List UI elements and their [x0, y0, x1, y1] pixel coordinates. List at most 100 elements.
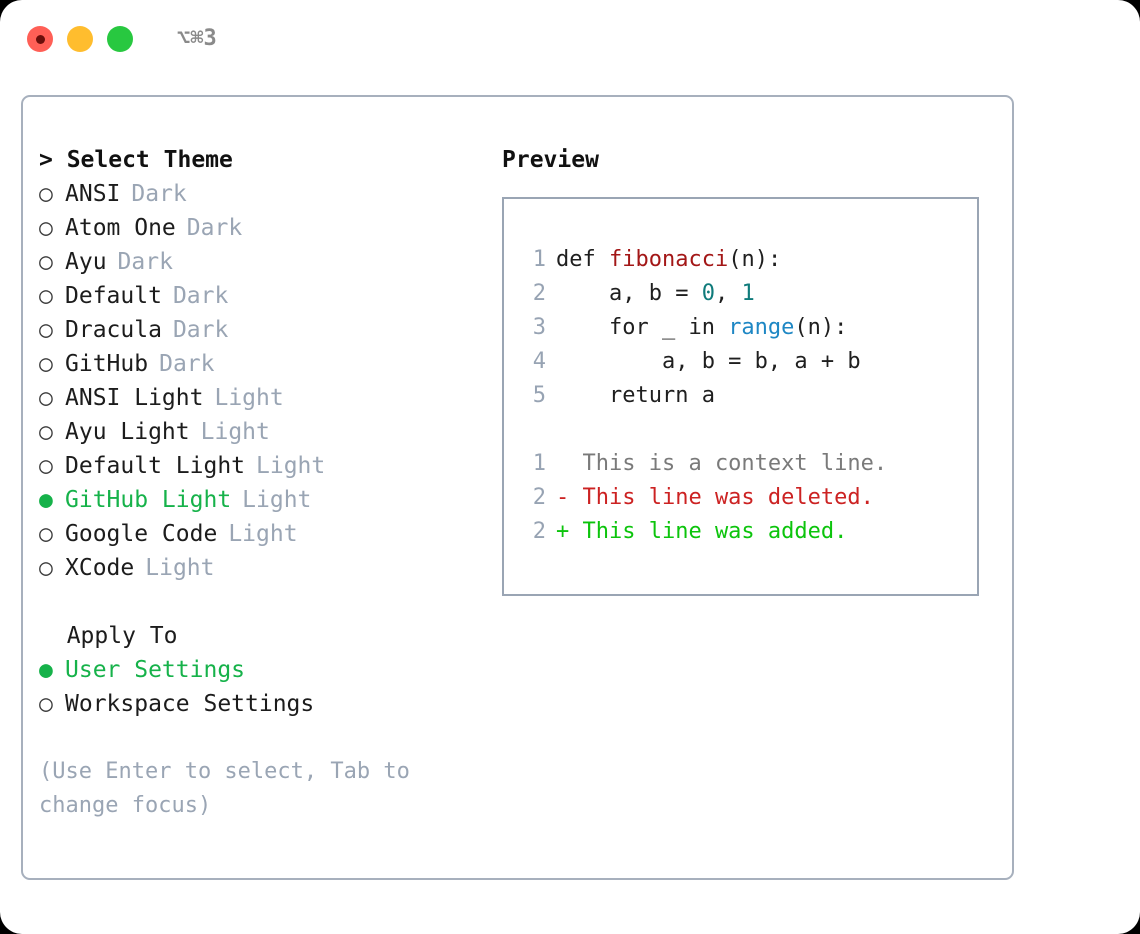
- close-button[interactable]: [27, 26, 53, 52]
- theme-option-tag: Dark: [172, 283, 229, 309]
- radio-unselected-icon: ○: [39, 453, 53, 479]
- radio-unselected-icon: ○: [39, 249, 53, 275]
- theme-option-tag: Dark: [131, 181, 187, 207]
- theme-option-label: GitHub: [65, 351, 149, 377]
- code-token-plain: (n):: [728, 247, 782, 272]
- select-theme-header: > Select Theme: [39, 147, 233, 173]
- apply-option-1[interactable]: ○ Workspace Settings: [39, 687, 479, 721]
- diff-line-number: 1: [532, 451, 546, 476]
- code-token-plain: a, b = b, a + b: [556, 349, 861, 374]
- radio-unselected-icon: ○: [39, 283, 53, 309]
- code-line: 3 for _ in range(n):: [504, 311, 977, 345]
- keyboard-shortcut-label: ⌥⌘3: [177, 26, 217, 51]
- code-line-number: 5: [532, 383, 546, 408]
- code-token-plain: ,: [714, 281, 742, 306]
- theme-option-label: Dracula: [65, 317, 162, 343]
- code-line: 2 a, b = 0, 1: [504, 277, 977, 311]
- theme-option-tag: Dark: [159, 351, 215, 377]
- theme-option-0[interactable]: ○ ANSI Dark: [39, 177, 479, 211]
- code-line-text: a, b = 0, 1: [556, 277, 755, 311]
- diff-line-text: - This line was deleted.: [556, 485, 874, 510]
- radio-unselected-icon: ○: [39, 419, 53, 445]
- code-token-num: 0: [701, 281, 715, 306]
- code-line: 1 def fibonacci(n):: [504, 243, 977, 277]
- theme-option-4[interactable]: ○ Dracula Dark: [39, 313, 479, 347]
- diff-line-number: 2: [532, 485, 546, 510]
- theme-option-2[interactable]: ○ Ayu Dark: [39, 245, 479, 279]
- code-line-number: 3: [532, 315, 546, 340]
- diff-line-number: 2: [532, 519, 546, 544]
- code-token-plain: for _ in: [556, 315, 729, 340]
- theme-option-tag: Dark: [117, 249, 173, 275]
- code-token-plain: def: [556, 247, 609, 272]
- code-token-builtin: range: [728, 315, 795, 340]
- code-line-number: 4: [532, 349, 546, 374]
- code-line-number: 1: [532, 247, 546, 272]
- code-token-plain: (n):: [794, 315, 848, 340]
- traffic-lights: [27, 26, 133, 52]
- theme-option-label: ANSI: [65, 181, 121, 207]
- diff-line-context: 1 This is a context line.: [504, 447, 977, 481]
- code-line-text: return a: [556, 379, 715, 413]
- radio-selected-icon: ●: [39, 657, 53, 683]
- code-line: 5 return a: [504, 379, 977, 413]
- theme-option-tag: Dark: [186, 215, 243, 241]
- radio-unselected-icon: ○: [39, 691, 53, 717]
- radio-unselected-icon: ○: [39, 181, 53, 207]
- theme-option-tag: Light: [145, 555, 215, 581]
- apply-option-label: User Settings: [65, 657, 246, 683]
- theme-option-label: XCode: [65, 555, 135, 581]
- keyboard-hint-text: (Use Enter to select, Tab to change focu…: [39, 759, 424, 818]
- diff-line-add: 2 + This line was added.: [504, 515, 977, 549]
- theme-option-tag: Light: [256, 453, 326, 479]
- theme-option-tag: Light: [242, 487, 312, 513]
- code-line-number: 2: [532, 281, 546, 306]
- maximize-button[interactable]: [107, 26, 133, 52]
- apply-option-0[interactable]: ● User Settings: [39, 653, 479, 687]
- section-spacer: [39, 585, 479, 619]
- diff-line-text: + This line was added.: [556, 519, 848, 544]
- radio-unselected-icon: ○: [39, 215, 53, 241]
- radio-unselected-icon: ○: [39, 317, 53, 343]
- code-line: 4 a, b = b, a + b: [504, 345, 977, 379]
- theme-option-tag: Light: [200, 419, 270, 445]
- code-token-num: 1: [741, 281, 755, 306]
- theme-option-tag: Dark: [172, 317, 229, 343]
- diff-gap: [504, 413, 977, 447]
- radio-selected-icon: ●: [39, 487, 53, 513]
- apply-to-header: Apply To: [39, 623, 178, 649]
- radio-unselected-icon: ○: [39, 521, 53, 547]
- theme-option-label: Atom One: [65, 215, 176, 241]
- diff-line-del: 2 - This line was deleted.: [504, 481, 977, 515]
- radio-unselected-icon: ○: [39, 555, 53, 581]
- theme-option-tag: Light: [228, 521, 298, 547]
- code-token-plain: return a: [556, 383, 715, 408]
- preview-title: Preview: [502, 147, 599, 173]
- code-line-text: def fibonacci(n):: [556, 243, 781, 277]
- title-bar: ⌥⌘3: [0, 0, 1140, 78]
- theme-option-11[interactable]: ○ XCode Light: [39, 551, 479, 585]
- apply-to-option-list: ● User Settings ○ Workspace Settings: [39, 653, 479, 721]
- radio-unselected-icon: ○: [39, 385, 53, 411]
- minimize-button[interactable]: [67, 26, 93, 52]
- code-token-plain: a, b =: [556, 281, 702, 306]
- theme-option-1[interactable]: ○ Atom One Dark: [39, 211, 479, 245]
- theme-option-label: Ayu: [65, 249, 107, 275]
- apply-option-label: Workspace Settings: [65, 691, 315, 717]
- code-token-fn: fibonacci: [608, 247, 729, 272]
